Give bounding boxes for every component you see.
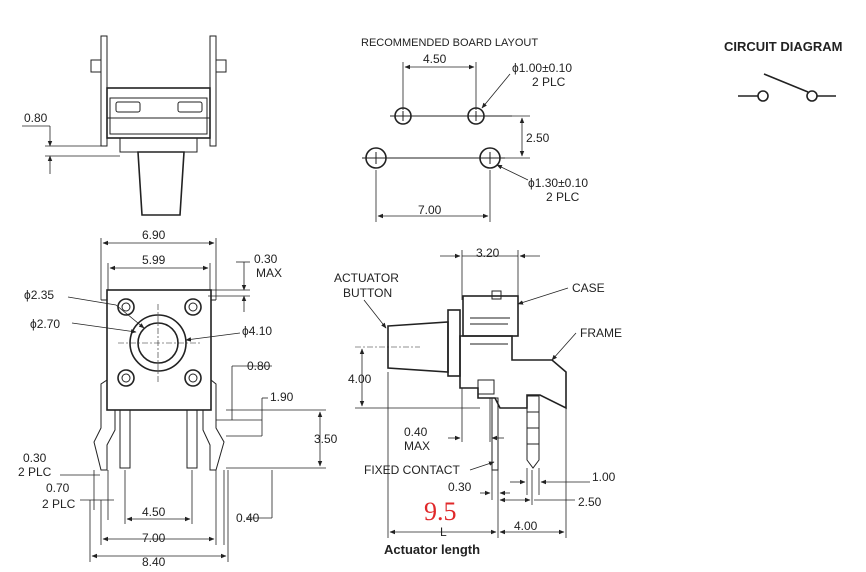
front-dia-inner: ϕ2.70 (30, 317, 60, 331)
front-pin-thk-dim: 0.30 (23, 451, 47, 465)
front-tab-max-dim: 0.30 (254, 252, 278, 266)
front-pin-w-qty: 2 PLC (42, 497, 76, 511)
side-caption: Actuator length (384, 542, 480, 557)
side-case-label: CASE (572, 281, 605, 295)
circuit-title: CIRCUIT DIAGRAM (724, 39, 842, 54)
side-actuator-label: ACTUATOR (334, 271, 399, 285)
board-pitch-small-dim: 4.50 (423, 52, 447, 66)
side-lead-gap-dim: 2.50 (578, 495, 602, 509)
side-length-value: 9.5 (424, 497, 457, 526)
side-button-label: BUTTON (343, 286, 392, 300)
side-fixed-contact-label: FIXED CONTACT (364, 463, 460, 477)
front-pin-height-dim: 1.90 (270, 390, 294, 404)
front-hole-pitch-dim: 5.99 (142, 253, 166, 267)
side-contact-thk-dim: 0.30 (448, 480, 472, 494)
side-frame-label: FRAME (580, 326, 622, 340)
front-pin-gap-dim: 0.40 (236, 511, 260, 525)
board-hole-small-qty: 2 PLC (532, 75, 566, 89)
top-height-dim: 0.80 (24, 111, 48, 125)
front-tab-max-suffix: MAX (256, 266, 282, 280)
side-length-symbol: L (440, 525, 447, 539)
front-body-width-dim: 6.90 (142, 228, 166, 242)
front-tab-width-dim: 0.80 (247, 359, 271, 373)
side-base-dim: 4.00 (514, 519, 538, 533)
front-pin-thk-qty: 2 PLC (18, 465, 52, 479)
front-pin-w-dim: 0.70 (46, 481, 70, 495)
side-case-width-dim: 3.20 (476, 246, 500, 260)
side-lead-width-dim: 1.00 (592, 470, 616, 484)
board-layout-view: RECOMMENDED BOARD LAYOUT 4.50 ϕ1.00±0.10… (361, 37, 588, 222)
front-total-width-dim: 8.40 (142, 555, 166, 567)
side-view: ACTUATOR BUTTON CASE FRAME 3.20 (334, 246, 622, 557)
board-hole-small-dia: ϕ1.00±0.10 (512, 61, 572, 75)
side-max-dim: 0.40 (404, 425, 428, 439)
board-layout-title: RECOMMENDED BOARD LAYOUT (361, 37, 538, 49)
board-row-gap-dim: 2.50 (526, 131, 550, 145)
front-pin-length-dim: 3.50 (314, 432, 338, 446)
front-dia-small: ϕ2.35 (24, 288, 54, 302)
front-outer-pitch-dim: 7.00 (142, 531, 166, 545)
board-hole-large-qty: 2 PLC (546, 190, 580, 204)
circuit-diagram: CIRCUIT DIAGRAM (724, 39, 842, 102)
front-inner-pitch-dim: 4.50 (142, 505, 166, 519)
front-view: 6.90 5.99 0.30 MAX ϕ2.35 ϕ2.70 (18, 228, 338, 569)
board-hole-large-dia: ϕ1.30±0.10 (528, 176, 588, 190)
top-view: 0.80 (22, 35, 227, 216)
side-height-dim: 4.00 (348, 372, 372, 386)
side-max-suffix: MAX (404, 439, 430, 453)
board-pitch-large-dim: 7.00 (418, 203, 442, 217)
front-dia-outer: ϕ4.10 (242, 324, 272, 338)
